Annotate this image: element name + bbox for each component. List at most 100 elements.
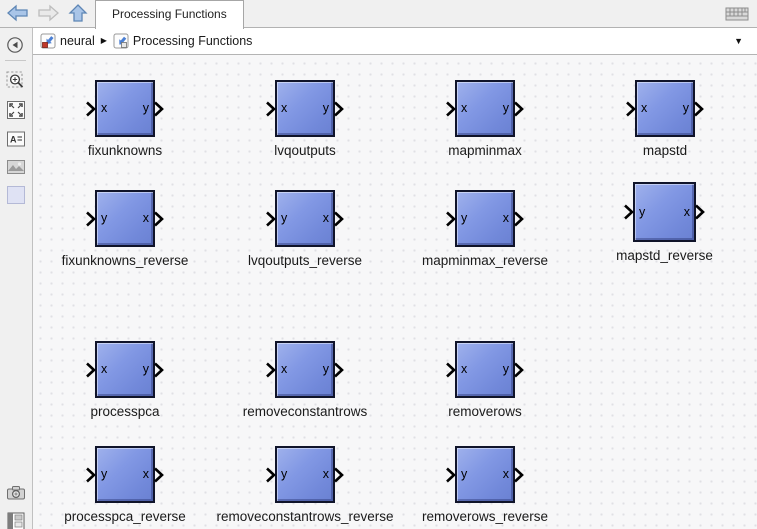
input-port-icon [626, 101, 636, 116]
library-block[interactable]: y x fixunknowns_reverse [62, 190, 188, 268]
area-box-icon [6, 185, 26, 205]
right-port-label: x [142, 211, 149, 226]
block-body[interactable]: y x [95, 190, 155, 247]
library-badge-icon [40, 33, 56, 49]
output-port-icon [514, 362, 524, 377]
library-block[interactable]: x y lvqoutputs [266, 80, 344, 158]
left-port-label: x [461, 101, 468, 116]
left-port-label: y [101, 211, 108, 226]
output-port-icon [514, 101, 524, 116]
block-label: lvqoutputs_reverse [247, 253, 363, 268]
up-button[interactable] [66, 3, 92, 23]
block-body[interactable]: y x [455, 190, 515, 247]
input-port-icon [86, 101, 96, 116]
zoom-marquee-button[interactable] [6, 71, 26, 91]
forward-arrow-icon [36, 4, 62, 22]
breadcrumb-item-neural[interactable]: neural [36, 33, 99, 49]
right-port-label: y [322, 362, 329, 377]
right-port-label: y [142, 362, 149, 377]
library-block[interactable]: x y fixunknowns [86, 80, 164, 158]
input-port-icon [86, 362, 96, 377]
right-port-label: x [322, 211, 329, 226]
image-icon [6, 157, 26, 177]
output-port-icon [334, 101, 344, 116]
block-body[interactable]: y x [455, 446, 515, 503]
forward-button[interactable] [36, 3, 62, 23]
tab-processing-functions[interactable]: Processing Functions [95, 0, 244, 29]
fit-to-view-button[interactable] [6, 100, 26, 120]
back-button[interactable] [6, 3, 32, 23]
library-block[interactable]: y x mapstd_reverse [616, 182, 713, 263]
block-body[interactable]: x y [635, 80, 695, 137]
block-label: fixunknowns_reverse [61, 253, 189, 268]
block-label: processpca [90, 404, 160, 419]
block-body[interactable]: y x [633, 182, 696, 242]
block-label: mapminmax [448, 143, 522, 158]
keyboard-button[interactable] [725, 6, 749, 22]
block-body[interactable]: x y [275, 80, 335, 137]
library-block[interactable]: y x removerows_reverse [422, 446, 548, 524]
block-label: removerows_reverse [421, 509, 549, 524]
breadcrumb-item-processing-functions[interactable]: Processing Functions [109, 33, 257, 49]
input-port-icon [446, 211, 456, 226]
area-button[interactable] [6, 185, 26, 205]
breadcrumb-dropdown-button[interactable]: ▼ [728, 27, 749, 55]
block-label: removeconstantrows [242, 404, 368, 419]
svg-text:A: A [10, 135, 17, 145]
left-port-label: y [461, 467, 468, 482]
breadcrumb-separator-icon: ▶ [100, 36, 107, 45]
right-port-label: y [322, 101, 329, 116]
sublibrary-badge-icon [113, 33, 129, 49]
block-label: mapstd [642, 143, 688, 158]
block-body[interactable]: x y [95, 341, 155, 398]
block-body[interactable]: y x [275, 190, 335, 247]
screenshot-button[interactable] [6, 483, 26, 503]
canvas: x y fixunknowns x y lvqoutputs x y mapmi… [32, 55, 757, 529]
annotation-button[interactable]: A [6, 129, 26, 149]
keyboard-icon [725, 6, 749, 22]
library-block[interactable]: y x mapminmax_reverse [422, 190, 548, 268]
zoom-marquee-icon [6, 71, 26, 91]
camera-icon [6, 483, 26, 503]
output-port-icon [334, 467, 344, 482]
library-block[interactable]: y x processpca_reverse [64, 446, 186, 524]
hide-browser-button[interactable] [6, 35, 26, 55]
left-port-label: y [281, 467, 288, 482]
output-port-icon [695, 204, 705, 220]
image-button[interactable] [6, 157, 26, 177]
library-block[interactable]: y x lvqoutputs_reverse [248, 190, 362, 268]
input-port-icon [446, 467, 456, 482]
fit-to-view-icon [6, 100, 26, 120]
library-block[interactable]: x y processpca [86, 341, 164, 419]
library-block[interactable]: x y removeconstantrows [243, 341, 367, 419]
library-browser-button[interactable] [6, 511, 26, 529]
library-block[interactable]: x y mapstd [626, 80, 704, 158]
right-port-label: x [502, 211, 509, 226]
left-port-label: x [101, 362, 108, 377]
block-label: removeconstantrows_reverse [216, 509, 394, 524]
tab-bar: Processing Functions [0, 0, 757, 29]
left-port-label: x [101, 101, 108, 116]
output-port-icon [694, 101, 704, 116]
left-port-label: y [461, 211, 468, 226]
block-body[interactable]: x y [95, 80, 155, 137]
right-port-label: x [322, 467, 329, 482]
block-body[interactable]: x y [455, 341, 515, 398]
block-body[interactable]: y x [95, 446, 155, 503]
tool-strip: A [0, 27, 33, 529]
block-body[interactable]: y x [275, 446, 335, 503]
right-port-label: x [683, 204, 690, 219]
block-label: mapstd_reverse [616, 248, 713, 263]
output-port-icon [514, 467, 524, 482]
block-label: mapminmax_reverse [421, 253, 549, 268]
library-block[interactable]: x y removerows [446, 341, 524, 419]
right-port-label: y [502, 362, 509, 377]
library-panel-icon [6, 511, 26, 529]
library-block[interactable]: y x removeconstantrows_reverse [216, 446, 394, 524]
left-port-label: y [639, 204, 646, 219]
block-body[interactable]: x y [275, 341, 335, 398]
library-block[interactable]: x y mapminmax [446, 80, 524, 158]
input-port-icon [266, 101, 276, 116]
chevron-down-icon: ▼ [734, 36, 743, 46]
block-body[interactable]: x y [455, 80, 515, 137]
